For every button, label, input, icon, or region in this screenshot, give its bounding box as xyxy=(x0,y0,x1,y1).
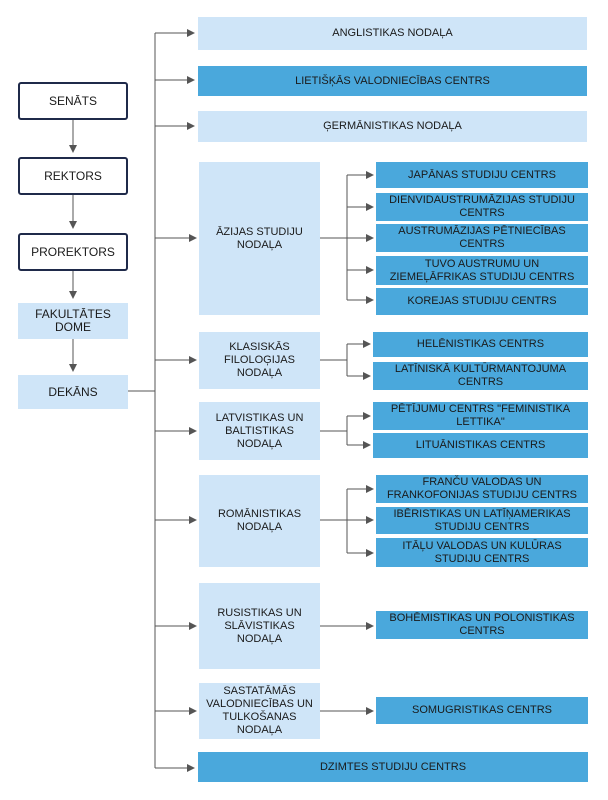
lietiskas-valodniecibas-centrs-label: LIETIŠĶĀS VALODNIECĪBAS CENTRS xyxy=(295,74,490,87)
dzimtes-studiju-centrs-label: DZIMTES STUDIJU CENTRS xyxy=(319,760,467,773)
klasiskas-filologijas-nodala-label: KLASISKĀS FILOLOĢIJAS NODAĻA xyxy=(224,341,295,379)
azijas-studiju-nodala-box: ĀZIJAS STUDIJU NODAĻA xyxy=(199,162,320,315)
rusistikas-slavistikas-nodala-box: RUSISTIKAS UN SLĀVISTIKAS NODAĻA xyxy=(199,583,320,669)
germanistikas-nodala-label: ĢERMĀNISTIKAS NODAĻA xyxy=(323,120,462,132)
rusistikas-slavistikas-nodala-label: RUSISTIKAS UN SLĀVISTIKAS NODAĻA xyxy=(217,606,302,645)
senats-box: SENĀTS xyxy=(18,82,128,120)
francu-valodas-centrs-box: FRANČU VALODAS UN FRANKOFONIJAS STUDIJU … xyxy=(376,475,588,503)
tuvo-austrumu-centrs-box: TUVO AUSTRUMU UN ZIEMEĻĀFRIKAS STUDIJU C… xyxy=(376,256,588,285)
tuvo-austrumu-centrs-label: TUVO AUSTRUMU UN ZIEMEĻĀFRIKAS STUDIJU C… xyxy=(389,257,575,283)
romanistikas-nodala-label: ROMĀNISTIKAS NODAĻA xyxy=(217,508,302,533)
somugristikas-centrs-label: SOMUGRISTIKAS CENTRS xyxy=(412,704,552,716)
latiniska-kulturmantojuma-centrs-label: LATĪNISKĀ KULTŪRMANTOJUMA CENTRS xyxy=(394,363,567,388)
azijas-studiju-nodala-label: ĀZIJAS STUDIJU NODAĻA xyxy=(216,225,303,251)
dienvidaustrumazijas-centrs-label: DIENVIDAUSTRUMĀZIJAS STUDIJU CENTRS xyxy=(389,194,575,219)
fakultates-dome-box: FAKULTĀTES DOME xyxy=(18,303,128,339)
romanistikas-nodala-box: ROMĀNISTIKAS NODAĻA xyxy=(199,475,320,567)
dekans-label: DEKĀNS xyxy=(48,384,98,399)
feministika-lettika-centrs-label: PĒTĪJUMU CENTRS "FEMINISTIKA LETTIKA" xyxy=(390,403,571,428)
germanistikas-nodala-box: ĢERMĀNISTIKAS NODAĻA xyxy=(198,111,587,142)
lituanistikas-centrs-box: LITUĀNISTIKAS CENTRS xyxy=(373,433,588,458)
anglistikas-nodala-label: ANGLISTIKAS NODAĻA xyxy=(332,27,453,39)
rektors-label: REKTORS xyxy=(44,168,102,183)
feministika-lettika-centrs-box: PĒTĪJUMU CENTRS "FEMINISTIKA LETTIKA" xyxy=(373,402,588,430)
italu-valodas-centrs-box: ITĀĻU VALODAS UN KULŪRAS STUDIJU CENTRS xyxy=(376,538,588,567)
senats-label: SENĀTS xyxy=(48,93,97,108)
latiniska-kulturmantojuma-centrs-box: LATĪNISKĀ KULTŪRMANTOJUMA CENTRS xyxy=(373,362,588,390)
sastatamas-valodniecibas-nodala-box: SASTATĀMĀS VALODNIECĪBAS UN TULKOŠANAS N… xyxy=(199,683,320,739)
lietiskas-valodniecibas-centrs-box: LIETIŠĶĀS VALODNIECĪBAS CENTRS xyxy=(198,66,587,96)
japanas-studiju-centrs-box: JAPĀNAS STUDIJU CENTRS xyxy=(376,162,588,188)
dzimtes-studiju-centrs-box: DZIMTES STUDIJU CENTRS xyxy=(198,752,588,782)
fakultates-dome-label: FAKULTĀTES DOME xyxy=(35,307,111,334)
korejas-studiju-centrs-box: KOREJAS STUDIJU CENTRS xyxy=(376,288,588,315)
sastatamas-valodniecibas-nodala-label: SASTATĀMĀS VALODNIECĪBAS UN TULKOŠANAS N… xyxy=(206,685,313,736)
helenistikas-centrs-box: HELĒNISTIKAS CENTRS xyxy=(373,332,588,357)
iberistikas-centrs-label: IBĒRISTIKAS UN LATĪŅAMERIKAS STUDIJU CEN… xyxy=(393,507,571,533)
klasiskas-filologijas-nodala-box: KLASISKĀS FILOLOĢIJAS NODAĻA xyxy=(199,332,320,389)
rektors-box: REKTORS xyxy=(18,157,128,195)
latvistikas-baltistikas-nodala-box: LATVISTIKAS UN BALTISTIKAS NODAĻA xyxy=(199,402,320,460)
dekans-box: DEKĀNS xyxy=(18,375,128,409)
latvistikas-baltistikas-nodala-label: LATVISTIKAS UN BALTISTIKAS NODAĻA xyxy=(215,411,304,450)
helenistikas-centrs-label: HELĒNISTIKAS CENTRS xyxy=(416,338,545,350)
francu-valodas-centrs-label: FRANČU VALODAS UN FRANKOFONIJAS STUDIJU … xyxy=(386,476,578,501)
korejas-studiju-centrs-label: KOREJAS STUDIJU CENTRS xyxy=(407,295,557,307)
anglistikas-nodala-box: ANGLISTIKAS NODAĻA xyxy=(198,17,587,50)
prorektors-box: PROREKTORS xyxy=(18,233,128,271)
bohemistikas-centrs-label: BOHĒMISTIKAS UN POLONISTIKAS CENTRS xyxy=(389,612,575,637)
iberistikas-centrs-box: IBĒRISTIKAS UN LATĪŅAMERIKAS STUDIJU CEN… xyxy=(376,507,588,534)
bohemistikas-centrs-box: BOHĒMISTIKAS UN POLONISTIKAS CENTRS xyxy=(376,611,588,639)
lituanistikas-centrs-label: LITUĀNISTIKAS CENTRS xyxy=(415,439,546,451)
somugristikas-centrs-box: SOMUGRISTIKAS CENTRS xyxy=(376,697,588,724)
austrumazijas-centrs-label: AUSTRUMĀZIJAS PĒTNIECĪBAS CENTRS xyxy=(398,225,566,250)
prorektors-label: PROREKTORS xyxy=(31,244,115,259)
japanas-studiju-centrs-label: JAPĀNAS STUDIJU CENTRS xyxy=(408,168,556,181)
italu-valodas-centrs-label: ITĀĻU VALODAS UN KULŪRAS STUDIJU CENTRS xyxy=(402,539,562,565)
austrumazijas-centrs-box: AUSTRUMĀZIJAS PĒTNIECĪBAS CENTRS xyxy=(376,224,588,252)
dienvidaustrumazijas-centrs-box: DIENVIDAUSTRUMĀZIJAS STUDIJU CENTRS xyxy=(376,193,588,221)
